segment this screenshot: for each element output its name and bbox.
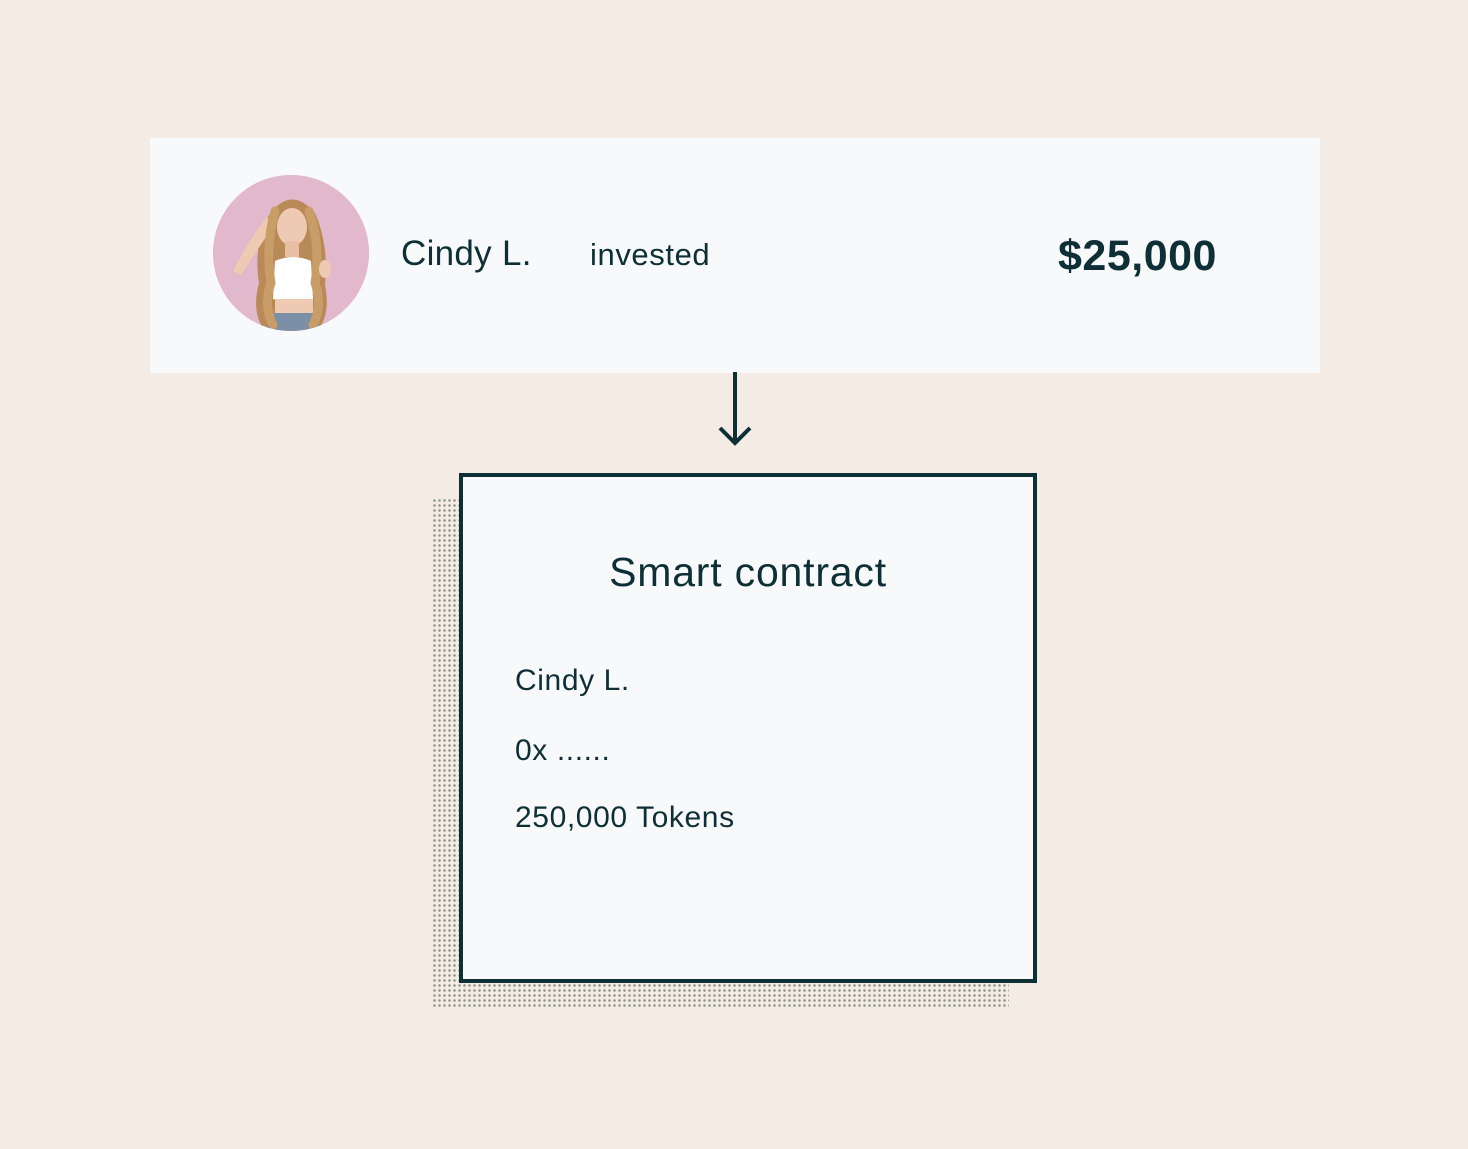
contract-title: Smart contract: [609, 549, 887, 595]
investor-name: Cindy L.: [401, 234, 532, 273]
investment-action-label: invested: [590, 237, 711, 272]
contract-holder-name: Cindy L.: [515, 664, 630, 697]
contract-token-amount: 250,000 Tokens: [515, 801, 735, 834]
investment-amount: $25,000: [1058, 232, 1217, 280]
avatar-photo-icon: [213, 175, 369, 331]
investment-card: Cindy L. invested $25,000: [150, 138, 1320, 373]
arrow-down-icon: [718, 372, 752, 446]
investor-avatar: [213, 175, 369, 331]
contract-wallet-address: 0x ......: [515, 734, 611, 767]
smart-contract-card: Smart contract Cindy L. 0x ...... 250,00…: [459, 473, 1037, 983]
